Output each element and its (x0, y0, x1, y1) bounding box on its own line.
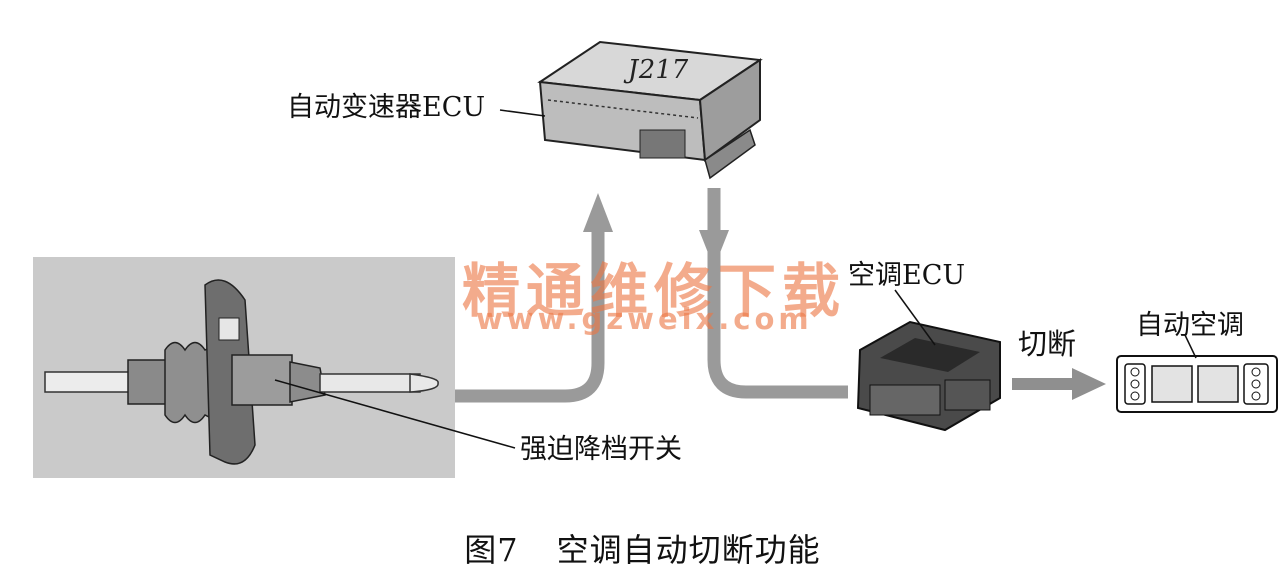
cutoff-label: 切断 (1018, 327, 1077, 361)
kickdown-switch-photo (33, 257, 455, 478)
ac-ecu-module (856, 320, 1001, 432)
ac-ecu-leader-line (894, 289, 936, 346)
watermark-url: www.gzweix.com (476, 302, 813, 336)
signal-arrow-up (455, 193, 613, 403)
cutoff-arrow (1012, 368, 1106, 400)
watermark-title: 精通维修下载 (462, 257, 847, 325)
auto-ac-panel (1116, 355, 1278, 413)
ac-ecu-label: 空调ECU (848, 260, 966, 291)
transmission-ecu-module (537, 40, 763, 180)
auto-ac-leader-line (1184, 334, 1197, 359)
figure-caption: 图7 空调自动切断功能 (0, 525, 1285, 571)
transmission-ecu-leader-line (499, 109, 546, 117)
transmission-ecu-label: 自动变速器ECU (287, 92, 486, 123)
auto-ac-label: 自动空调 (1136, 310, 1244, 341)
signal-arrow-down (699, 188, 848, 399)
kickdown-switch-label: 强迫降档开关 (520, 434, 682, 465)
kickdown-leader-line (274, 379, 516, 449)
figure-number: 图7 (464, 531, 519, 569)
module-code-label: J217 (625, 55, 691, 85)
figure-title: 空调自动切断功能 (556, 531, 821, 569)
